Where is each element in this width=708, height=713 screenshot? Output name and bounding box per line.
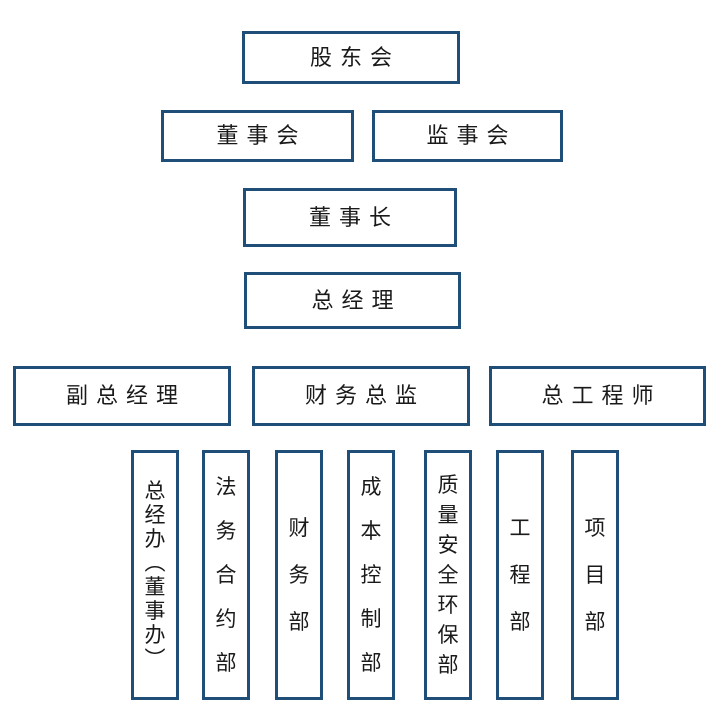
- org-box-label: 总经办︵董事办︶: [134, 453, 176, 697]
- org-box-general-manager: 总经理: [244, 272, 461, 329]
- org-box-label: 董事会: [216, 123, 307, 148]
- vertical-char: 办: [144, 622, 166, 647]
- org-box-label: 总工程师: [541, 383, 662, 408]
- vertical-char: 经: [144, 502, 166, 527]
- vertical-char: 全: [437, 562, 459, 587]
- vertical-char: 办: [144, 526, 166, 551]
- org-box-label: 股东会: [309, 44, 400, 70]
- org-box-label: 总经理: [311, 287, 402, 313]
- org-box-cost-control-dept: 成本控制部: [347, 450, 395, 700]
- vertical-char: 部: [288, 609, 310, 634]
- org-box-label: 财务部: [278, 453, 320, 697]
- org-box-gm-office: 总经办︵董事办︶: [131, 450, 179, 700]
- org-box-label: 董事长: [308, 204, 399, 230]
- org-box-supervisory-board: 监事会: [372, 110, 563, 162]
- vertical-char: 项: [584, 515, 606, 540]
- vertical-char: 部: [584, 609, 606, 634]
- org-box-legal-contract-dept: 法务合约部: [202, 450, 250, 700]
- vertical-char: 约: [215, 606, 237, 631]
- vertical-char: ︵: [144, 550, 166, 575]
- org-box-board-of-directors: 董事会: [161, 110, 354, 162]
- vertical-char: 工: [509, 515, 531, 540]
- org-box-finance-dept: 财务部: [275, 450, 323, 700]
- org-box-shareholders-meeting: 股东会: [242, 31, 460, 84]
- org-box-label: 项目部: [574, 453, 616, 697]
- org-box-label: 成本控制部: [350, 453, 392, 697]
- org-box-label: 副总经理: [65, 383, 186, 408]
- vertical-char: ︶: [144, 646, 166, 671]
- vertical-char: 部: [509, 609, 531, 634]
- org-box-project-dept: 项目部: [571, 450, 619, 700]
- vertical-char: 环: [437, 592, 459, 617]
- org-box-label: 监事会: [426, 123, 517, 148]
- vertical-char: 安: [437, 532, 459, 557]
- vertical-char: 总: [144, 478, 166, 503]
- vertical-char: 制: [360, 606, 382, 631]
- org-box-label: 法务合约部: [205, 453, 247, 697]
- vertical-char: 保: [437, 622, 459, 647]
- org-box-quality-safety-env-dept: 质量安全环保部: [424, 450, 472, 700]
- org-box-engineering-dept: 工程部: [496, 450, 544, 700]
- vertical-char: 财: [288, 515, 310, 540]
- vertical-char: 董: [144, 574, 166, 599]
- org-box-label: 工程部: [499, 453, 541, 697]
- vertical-char: 务: [215, 518, 237, 543]
- vertical-char: 部: [437, 652, 459, 677]
- vertical-char: 程: [509, 562, 531, 587]
- vertical-char: 质: [437, 472, 459, 497]
- org-box-chairman: 董事长: [243, 188, 457, 247]
- vertical-char: 目: [584, 562, 606, 587]
- vertical-char: 法: [215, 474, 237, 499]
- org-box-chief-engineer: 总工程师: [489, 366, 706, 426]
- vertical-char: 部: [215, 650, 237, 675]
- vertical-char: 成: [360, 474, 382, 499]
- vertical-char: 合: [215, 562, 237, 587]
- org-box-finance-director: 财务总监: [252, 366, 470, 426]
- vertical-char: 事: [144, 598, 166, 623]
- vertical-char: 部: [360, 650, 382, 675]
- vertical-char: 务: [288, 562, 310, 587]
- vertical-char: 控: [360, 562, 382, 587]
- vertical-char: 本: [360, 518, 382, 543]
- org-box-deputy-general-manager: 副总经理: [13, 366, 231, 426]
- org-box-label: 财务总监: [304, 383, 425, 408]
- org-box-label: 质量安全环保部: [427, 453, 469, 697]
- vertical-char: 量: [437, 502, 459, 527]
